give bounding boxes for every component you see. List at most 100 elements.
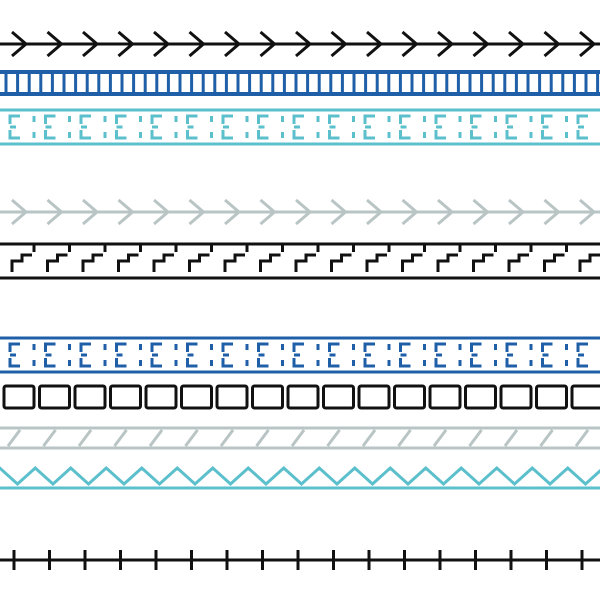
chevron-head — [117, 30, 135, 58]
chain-link — [109, 384, 142, 410]
step-notch — [46, 253, 68, 272]
hatch-stroke — [503, 429, 519, 447]
chain-link — [180, 384, 213, 410]
step-notch — [188, 253, 210, 272]
bracket-notch-lower — [505, 358, 517, 368]
chevron-head — [224, 30, 242, 58]
bracket-notch-lower — [399, 130, 411, 140]
hatch-stroke — [42, 429, 57, 447]
bracket-notch-upper — [363, 342, 375, 352]
bracket-notch-upper — [399, 342, 411, 352]
step-notch — [507, 253, 529, 272]
zigzag-border — [0, 465, 600, 490]
chain-link — [144, 384, 178, 410]
chevron-head — [472, 198, 490, 226]
bracket-notch-upper — [8, 342, 20, 352]
bracket-notch-upper — [186, 342, 198, 352]
bracket-notch-upper — [576, 114, 588, 124]
bracket-notch-lower — [44, 130, 56, 140]
step-notch — [152, 253, 174, 272]
chevron-head — [366, 198, 384, 226]
chevron-head — [508, 30, 526, 58]
bracket-notch-lower — [221, 130, 233, 140]
chevron-head — [508, 198, 526, 226]
hatch-stroke — [361, 429, 377, 447]
bracket-notch-lower — [8, 358, 20, 368]
chevron-head — [330, 30, 348, 58]
bracket-notch-lower — [292, 358, 304, 368]
chevron-head — [46, 30, 64, 58]
step-notch — [436, 253, 458, 272]
diagonal-hatch-border — [0, 426, 600, 450]
chevron-head — [472, 30, 490, 58]
chevron-head — [543, 198, 561, 226]
chevron-head — [82, 198, 100, 226]
bracket-notch-upper — [399, 114, 411, 124]
chain-link — [322, 384, 355, 410]
bracket-notch-upper — [186, 114, 198, 124]
hatch-stroke — [468, 429, 483, 447]
chevron-head — [82, 30, 100, 58]
hatch-stroke — [290, 429, 306, 447]
chain-link — [393, 384, 426, 410]
hatch-stroke — [184, 429, 199, 447]
bracket-notch-lower — [328, 130, 340, 140]
rounded-rectangle-chain-border — [2, 384, 600, 410]
bracket-notch-lower — [576, 358, 588, 368]
chain-link — [428, 384, 462, 410]
bracket-notch-upper — [292, 114, 304, 124]
chain-link — [251, 384, 284, 410]
hatch-stroke — [397, 429, 412, 447]
bracket-notch-lower — [8, 130, 20, 140]
bracket-notch-lower — [79, 130, 91, 140]
hatch-stroke — [539, 429, 554, 447]
bracket-notch-upper — [434, 114, 446, 124]
arrow-chevron-border — [0, 198, 600, 226]
chain-link — [499, 384, 533, 410]
chain-link — [535, 384, 568, 410]
step-notch — [365, 253, 387, 272]
chevron-head — [117, 198, 135, 226]
chevron-head — [11, 30, 29, 58]
bracket-notch-border — [0, 108, 600, 146]
chain-link — [570, 384, 600, 410]
hatch-stroke — [326, 429, 341, 447]
bracket-notch-lower — [434, 130, 446, 140]
chevron-head — [543, 30, 561, 58]
chain-link — [286, 384, 320, 410]
step-notch — [259, 253, 281, 272]
step-notch — [10, 253, 32, 272]
chevron-head — [401, 198, 419, 226]
bracket-notch-lower — [363, 130, 375, 140]
chevron-head — [579, 30, 597, 58]
bracket-notch-upper — [541, 342, 553, 352]
bracket-notch-upper — [576, 342, 588, 352]
chain-link — [38, 384, 71, 410]
chevron-head — [11, 198, 29, 226]
bracket-notch-upper — [505, 114, 517, 124]
step-notch — [330, 253, 352, 272]
bracket-notch-upper — [505, 342, 517, 352]
arrow-chevron-border — [0, 30, 600, 58]
chevron-head — [295, 198, 313, 226]
chevron-head — [259, 198, 277, 226]
hatch-stroke — [432, 429, 448, 447]
step-notch — [472, 253, 494, 272]
bracket-notch-lower — [186, 130, 198, 140]
chain-link — [73, 384, 107, 410]
chevron-head — [437, 30, 455, 58]
bracket-notch-upper — [79, 114, 91, 124]
bracket-notch-lower — [541, 130, 553, 140]
chevron-head — [579, 198, 597, 226]
chevron-head — [366, 30, 384, 58]
chevron-head — [224, 198, 242, 226]
bracket-notch-lower — [363, 358, 375, 368]
bracket-notch-lower — [150, 358, 162, 368]
hatch-stroke — [6, 429, 22, 447]
bracket-notch-upper — [257, 114, 269, 124]
step-notch — [578, 253, 600, 272]
bracket-notch-upper — [257, 342, 269, 352]
chain-link — [357, 384, 391, 410]
bracket-notch-upper — [8, 114, 20, 124]
chevron-head — [46, 198, 64, 226]
